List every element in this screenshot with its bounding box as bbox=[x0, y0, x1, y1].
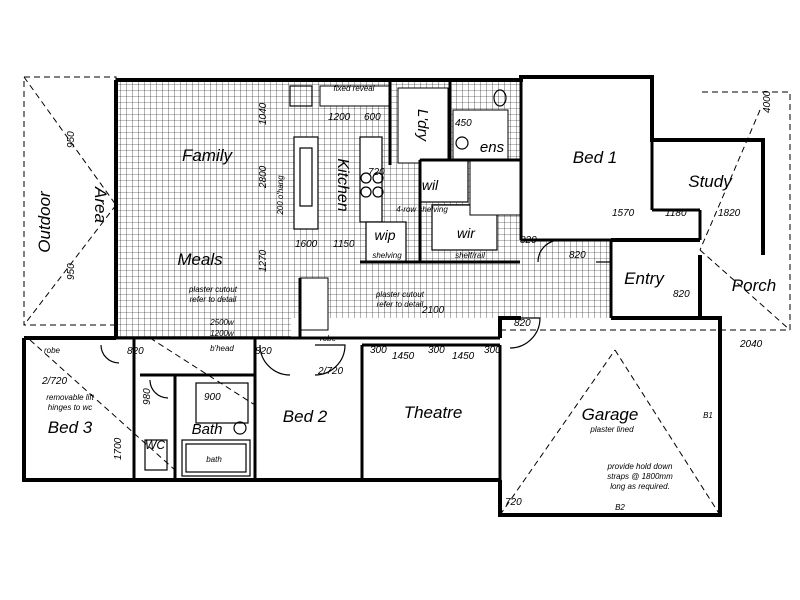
bed3-label: Bed 3 bbox=[48, 418, 93, 437]
hold-down-1: provide hold down bbox=[607, 462, 673, 471]
robe-left-label: robe bbox=[44, 346, 61, 355]
dim-1180: 1180 bbox=[665, 208, 687, 219]
study-label: Study bbox=[688, 172, 733, 191]
dim-450: 450 bbox=[455, 118, 472, 129]
dim-1450-a: 1450 bbox=[392, 351, 415, 362]
dimension-labels: 820 820 820 820 820 820 2/720 2/720 720 … bbox=[41, 90, 773, 508]
removable-lift: removable lift bbox=[46, 393, 94, 402]
garage-roof-lines bbox=[29, 329, 721, 516]
dim-1700: 1700 bbox=[113, 437, 124, 460]
dim-950-a: 950 bbox=[66, 131, 77, 148]
dim-1270: 1270 bbox=[258, 249, 269, 272]
plaster-cutout-1: plaster cutout bbox=[188, 285, 238, 294]
hinges-label: hinges to wc bbox=[48, 403, 92, 412]
door-swings bbox=[100, 239, 612, 516]
dim-820-f: 820 bbox=[520, 235, 537, 246]
ldry-label: L'dry bbox=[414, 109, 431, 143]
meals-label: Meals bbox=[177, 250, 223, 269]
bhead-2: 1200w bbox=[210, 329, 235, 338]
entry-label: Entry bbox=[624, 269, 665, 288]
dim-980: 980 bbox=[142, 388, 153, 405]
fixtures bbox=[144, 85, 507, 477]
hold-down-2: straps @ 1800mm bbox=[607, 472, 673, 481]
bed1-label: Bed 1 bbox=[573, 148, 617, 167]
dim-820-a: 820 bbox=[127, 346, 144, 357]
bed2-label: Bed 2 bbox=[283, 407, 328, 426]
dim-950-b: 950 bbox=[66, 263, 77, 280]
b2-label: B2 bbox=[615, 503, 625, 512]
bath-label: Bath bbox=[192, 421, 223, 438]
kitchen-label: Kitchen bbox=[334, 158, 351, 211]
dim-2100: 2100 bbox=[421, 305, 445, 316]
dim-1150: 1150 bbox=[333, 239, 355, 250]
wip-label: wip bbox=[374, 227, 395, 243]
plan-notes: robe robe bath shelf/rail shelving 4-row… bbox=[44, 84, 713, 512]
area-label: Area bbox=[91, 186, 110, 223]
b1-label: B1 bbox=[703, 411, 713, 420]
bhead-3: b'head bbox=[210, 344, 234, 353]
dim-820-c: 820 bbox=[514, 318, 531, 329]
bhead-1: 2500w bbox=[209, 318, 235, 327]
family-label: Family bbox=[182, 146, 234, 165]
outdoor-label: Outdoor bbox=[35, 190, 54, 253]
shelving-label: shelving bbox=[372, 251, 402, 260]
shelf-rail-label: shelf/rail bbox=[455, 251, 485, 260]
robe-mid-label: robe bbox=[320, 334, 337, 343]
dim-2040: 2040 bbox=[739, 339, 763, 350]
fixed-reveal-label: fixed reveal bbox=[334, 84, 375, 93]
wil-label: wil bbox=[422, 177, 439, 193]
wir-label: wir bbox=[457, 225, 476, 241]
dim-820-d: 820 bbox=[569, 250, 586, 261]
dim-1600: 1600 bbox=[295, 239, 318, 250]
dim-300-a: 300 bbox=[370, 345, 387, 356]
dim-2720-a: 2/720 bbox=[41, 376, 67, 387]
plaster-lined-label: plaster lined bbox=[589, 425, 634, 434]
room-labels: Family Meals Kitchen Outdoor Area Bed 1 … bbox=[35, 109, 776, 452]
dim-720-b: 720 bbox=[368, 167, 385, 178]
row-shelving-label: 4-row shelving bbox=[396, 205, 448, 214]
plaster-cutout-2: plaster cutout bbox=[375, 290, 425, 299]
refer-detail-2: refer to detail bbox=[377, 300, 424, 309]
dim-900: 900 bbox=[204, 392, 221, 403]
dim-300-c: 300 bbox=[484, 345, 501, 356]
dim-1040: 1040 bbox=[258, 102, 269, 125]
ens-label: ens bbox=[480, 139, 505, 156]
wc-label: WC bbox=[145, 438, 165, 452]
dim-4000: 4000 bbox=[762, 90, 773, 113]
dim-1570: 1570 bbox=[612, 208, 635, 219]
theatre-label: Theatre bbox=[404, 403, 463, 422]
ohang-label: 200 o'hang bbox=[276, 175, 285, 216]
dim-300-b: 300 bbox=[428, 345, 445, 356]
refer-detail-1: refer to detail bbox=[190, 295, 237, 304]
hold-down-3: long as required. bbox=[610, 482, 670, 491]
porch-label: Porch bbox=[732, 276, 776, 295]
dim-2720-b: 2/720 bbox=[317, 366, 343, 377]
dim-1450-b: 1450 bbox=[452, 351, 475, 362]
dim-720-a: 720 bbox=[505, 497, 522, 508]
dim-1820: 1820 bbox=[718, 208, 741, 219]
garage-label: Garage bbox=[582, 405, 639, 424]
dim-820-b: 820 bbox=[255, 346, 272, 357]
porch-boundary bbox=[699, 91, 791, 331]
dim-1200: 1200 bbox=[328, 112, 351, 123]
internal-walls bbox=[116, 77, 702, 480]
dim-820-e: 820 bbox=[673, 289, 690, 300]
dim-2800: 2800 bbox=[258, 165, 269, 189]
bath-tub-label: bath bbox=[206, 455, 222, 464]
dim-600: 600 bbox=[364, 112, 381, 123]
